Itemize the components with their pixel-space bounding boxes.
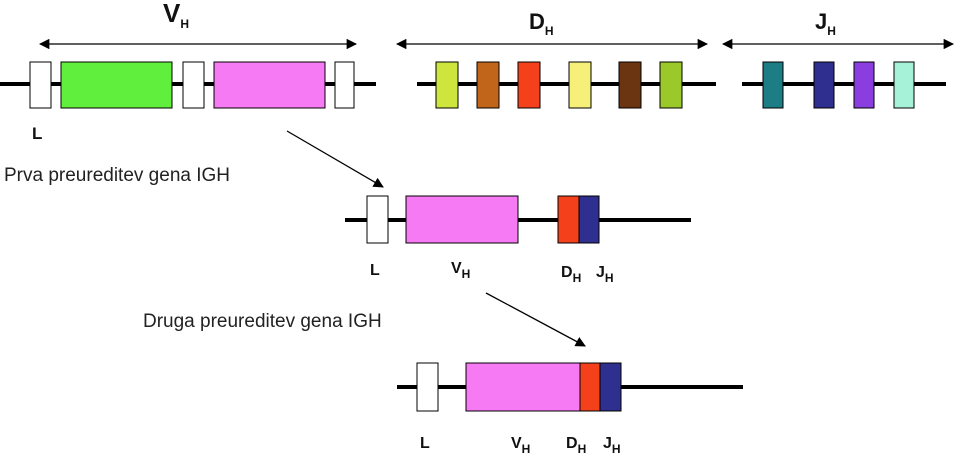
vdj-j-label: JH [603,435,621,456]
step1-caption: Prva preureditev gena IGH [4,165,230,186]
germline-v-segment-green [60,61,173,109]
vdj-d-segment [579,362,601,412]
germline-d-segment-6 [659,61,683,109]
j-region-title: JH [815,9,836,38]
germline-d-segment-2 [476,61,500,109]
dj-v-label: VH [451,260,470,281]
dj-j-segment [578,195,600,244]
germline-leader-label: L [32,124,42,143]
germline-leader-1 [29,61,52,109]
germline-j-segment-4 [893,61,915,109]
dj-leader [366,195,389,244]
dj-v-segment [405,195,519,244]
dj-j-label: JH [596,264,614,285]
germline-d-segment-5 [618,61,642,109]
vdj-leader-label: L [420,435,430,452]
step1-arrow [286,130,384,188]
germline-d-segment-3 [517,61,541,109]
vdj-leader [416,362,439,412]
vdj-v-label: VH [511,435,530,456]
dj-leader-label: L [370,262,380,279]
vdj-v-segment [465,362,581,412]
dj-d-segment [557,195,580,244]
d-region-title: DH [529,9,554,38]
germline-d-segment-4 [568,61,592,109]
vdj-j-segment [599,362,622,412]
germline-d-segment-1 [435,61,459,109]
step2-caption: Druga preureditev gena IGH [143,311,382,332]
step2-arrow [485,292,586,347]
germline-j-segment-3 [853,61,875,109]
germline-leader-2 [182,61,205,109]
germline-j-segment-2 [813,61,835,109]
germline-j-segment-1 [762,61,784,109]
v-region-title: VH [163,0,189,31]
dj-d-label: DH [561,264,581,285]
germline-v-segment-pink [213,61,326,109]
germline-leader-3 [334,61,355,109]
vdj-d-label: DH [566,435,586,456]
